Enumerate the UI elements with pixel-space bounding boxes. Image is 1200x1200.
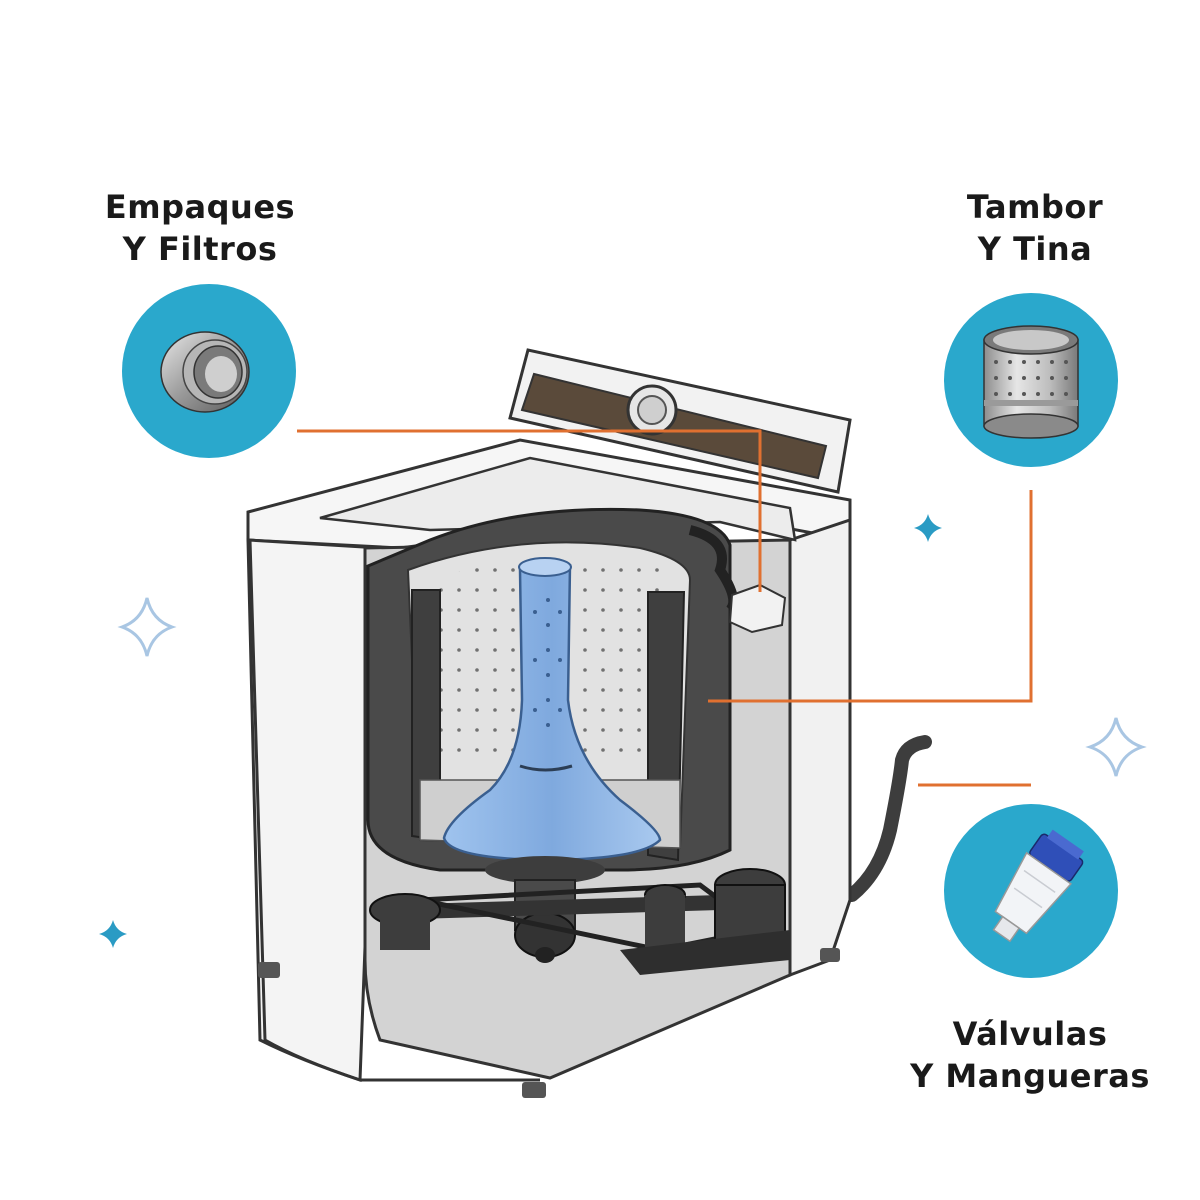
label-empaques-line1: Empaques — [104, 188, 296, 226]
seal-ring-icon — [122, 284, 296, 458]
label-tambor-line2: Y Tina — [977, 230, 1093, 268]
sparkle-small-right — [914, 514, 942, 542]
agitator — [442, 557, 662, 862]
sparkle-large-right — [1085, 717, 1147, 777]
drum-icon — [944, 293, 1118, 467]
leader-empaques — [297, 429, 762, 592]
leader-lines — [297, 429, 1033, 787]
label-valvulas-line1: Válvulas — [952, 1015, 1108, 1053]
control-panel — [508, 348, 852, 494]
label-tambor-line1: Tambor — [966, 188, 1104, 226]
drain-hose — [845, 735, 932, 902]
label-empaques-line2: Y Filtros — [122, 230, 278, 268]
sparkle-small-left — [99, 920, 127, 948]
label-empaques-filtros: Empaques Y Filtros — [60, 186, 340, 270]
leader-tambor — [708, 490, 1033, 703]
label-valvulas-line2: Y Mangueras — [910, 1057, 1150, 1095]
sparkle-large-left — [117, 597, 177, 657]
drive-mechanism — [369, 856, 790, 975]
valve-filter-icon — [944, 804, 1118, 978]
machine-cabinet — [246, 438, 852, 1098]
label-valvulas-mangueras: Válvulas Y Mangueras — [880, 1013, 1180, 1097]
label-tambor-tina: Tambor Y Tina — [900, 186, 1170, 270]
